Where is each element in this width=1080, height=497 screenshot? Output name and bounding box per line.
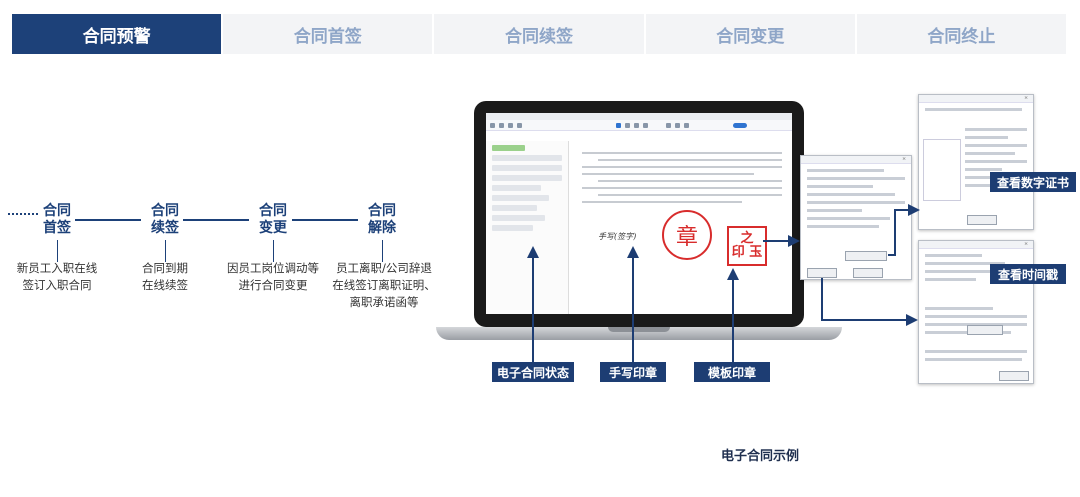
label-contract-status: 电子合同状态 bbox=[492, 362, 574, 382]
timeline-line bbox=[292, 219, 358, 221]
desc-line: 在线续签 bbox=[142, 278, 188, 292]
timeline-connector bbox=[57, 240, 58, 262]
desc-line: 进行合同变更 bbox=[238, 278, 308, 292]
timeline-node-change: 合同 变更 bbox=[256, 203, 290, 237]
desc-line: 离职承诺函等 bbox=[349, 295, 419, 309]
node-title: 合同 bbox=[259, 203, 287, 219]
label-handwritten-seal: 手写印章 bbox=[600, 362, 666, 382]
contract-document bbox=[582, 147, 782, 208]
pdf-toolbar bbox=[486, 120, 792, 131]
laptop-notch bbox=[608, 327, 670, 332]
signature-entry[interactable] bbox=[492, 205, 538, 211]
timeline-line bbox=[75, 219, 141, 221]
certificate-tree[interactable] bbox=[923, 139, 961, 201]
comment-icon[interactable] bbox=[666, 122, 671, 128]
timeline-connector bbox=[165, 240, 166, 262]
desc-line: 新员工入职在线 bbox=[16, 261, 98, 275]
doc-text-line bbox=[582, 187, 782, 189]
desc-line: 员工离职/公司辞退 bbox=[336, 261, 432, 275]
tab-contract-renewal[interactable]: 合同续签 bbox=[434, 14, 646, 54]
timeline-desc-change: 因员工岗位调动等 进行合同变更 bbox=[218, 260, 328, 294]
laptop-base bbox=[436, 327, 842, 340]
share-button[interactable] bbox=[733, 122, 747, 128]
timeline-line bbox=[183, 219, 249, 221]
desc-line: 因员工岗位调动等 bbox=[227, 261, 319, 275]
doc-text-line bbox=[582, 201, 742, 203]
node-title: 续签 bbox=[151, 220, 179, 236]
search-icon[interactable] bbox=[517, 122, 522, 128]
tab-contract-termination[interactable]: 合同终止 bbox=[856, 14, 1069, 54]
desc-line: 合同到期 bbox=[142, 261, 188, 275]
close-icon[interactable]: × bbox=[1024, 95, 1029, 101]
signature-panel bbox=[486, 141, 569, 314]
properties-button[interactable] bbox=[853, 268, 883, 278]
close-icon[interactable]: × bbox=[902, 156, 907, 162]
close-icon[interactable]: × bbox=[1024, 241, 1029, 247]
seal-glyph: 章 bbox=[675, 225, 698, 250]
figure-caption: 电子合同示例 bbox=[720, 449, 799, 464]
pdf-title-bar bbox=[486, 113, 792, 120]
timeline-desc-first-sign: 新员工入职在线 签订入职合同 bbox=[5, 260, 109, 294]
desc-line: 签订入职合同 bbox=[22, 278, 92, 292]
company-seal-icon: 章 bbox=[662, 210, 712, 260]
signature-entry[interactable] bbox=[492, 195, 550, 201]
node-title: 合同 bbox=[368, 203, 396, 219]
handwritten-signature: 手写(签字) bbox=[598, 232, 637, 241]
label-view-certificate: 查看数字证书 bbox=[990, 172, 1076, 192]
node-title: 首签 bbox=[43, 220, 71, 236]
timeline-node-termination: 合同 解除 bbox=[365, 203, 399, 237]
signature-entry[interactable] bbox=[492, 165, 562, 171]
sign-icon[interactable] bbox=[684, 122, 689, 128]
timestamp-detail-button[interactable] bbox=[967, 325, 1003, 335]
signature-entry[interactable] bbox=[492, 185, 542, 191]
tab-contract-change[interactable]: 合同变更 bbox=[645, 14, 857, 54]
zoom-in-icon[interactable] bbox=[643, 122, 648, 128]
cursor-icon[interactable] bbox=[616, 122, 621, 128]
timeline-node-first-sign: 合同 首签 bbox=[40, 203, 74, 237]
validate-button[interactable] bbox=[807, 268, 837, 278]
tab-bar: 合同预警 合同首签 合同续签 合同变更 合同终止 bbox=[12, 14, 1069, 54]
signature-entry[interactable] bbox=[492, 225, 533, 231]
home-icon[interactable] bbox=[490, 122, 495, 128]
doc-text-line bbox=[582, 166, 782, 168]
pen-icon[interactable] bbox=[675, 122, 680, 128]
tab-contract-warning[interactable]: 合同预警 bbox=[12, 14, 224, 54]
timeline-node-renewal: 合同 续签 bbox=[148, 203, 182, 237]
mail-icon[interactable] bbox=[508, 122, 513, 128]
certificate-viewer-dialog: × bbox=[918, 94, 1034, 230]
label-view-timestamp: 查看时间戳 bbox=[990, 264, 1066, 284]
doc-text-line bbox=[582, 152, 782, 154]
timeline-connector bbox=[382, 240, 383, 262]
timestamp-ok-button[interactable] bbox=[999, 371, 1029, 381]
hand-icon[interactable] bbox=[625, 122, 630, 128]
arrow-to-timestamp bbox=[821, 278, 918, 326]
print-icon[interactable] bbox=[499, 122, 504, 128]
signature-entry[interactable] bbox=[492, 145, 525, 151]
pdf-viewer-window: 手写(签字) 章 bbox=[486, 113, 792, 314]
timestamp-dialog: × bbox=[918, 240, 1034, 384]
timeline-connector bbox=[273, 240, 274, 262]
timeline-desc-renewal: 合同到期 在线续签 bbox=[120, 260, 210, 294]
node-title: 合同 bbox=[151, 203, 179, 219]
node-title: 变更 bbox=[259, 220, 287, 236]
template-seal-icon: 之印 玉 bbox=[727, 226, 767, 266]
show-certificate-button[interactable] bbox=[845, 251, 887, 261]
signature-entry[interactable] bbox=[492, 175, 562, 181]
signature-entry[interactable] bbox=[492, 155, 562, 161]
doc-text-line bbox=[598, 194, 782, 196]
label-template-seal: 模板印章 bbox=[694, 362, 770, 382]
node-title: 解除 bbox=[368, 220, 396, 236]
doc-text-line bbox=[582, 173, 754, 175]
tab-contract-first-sign[interactable]: 合同首签 bbox=[223, 14, 435, 54]
signature-properties-dialog: × bbox=[800, 155, 912, 280]
desc-line: 在线签订离职证明、 bbox=[332, 278, 436, 292]
node-title: 合同 bbox=[43, 203, 71, 219]
timeline-dotted-lead bbox=[8, 213, 38, 215]
timeline-desc-termination: 员工离职/公司辞退 在线签订离职证明、 离职承诺函等 bbox=[332, 260, 436, 311]
certificate-ok-button[interactable] bbox=[967, 215, 997, 225]
zoom-out-icon[interactable] bbox=[634, 122, 639, 128]
signature-entry[interactable] bbox=[492, 215, 546, 221]
doc-text-line bbox=[598, 180, 782, 182]
doc-text-line bbox=[598, 159, 782, 161]
